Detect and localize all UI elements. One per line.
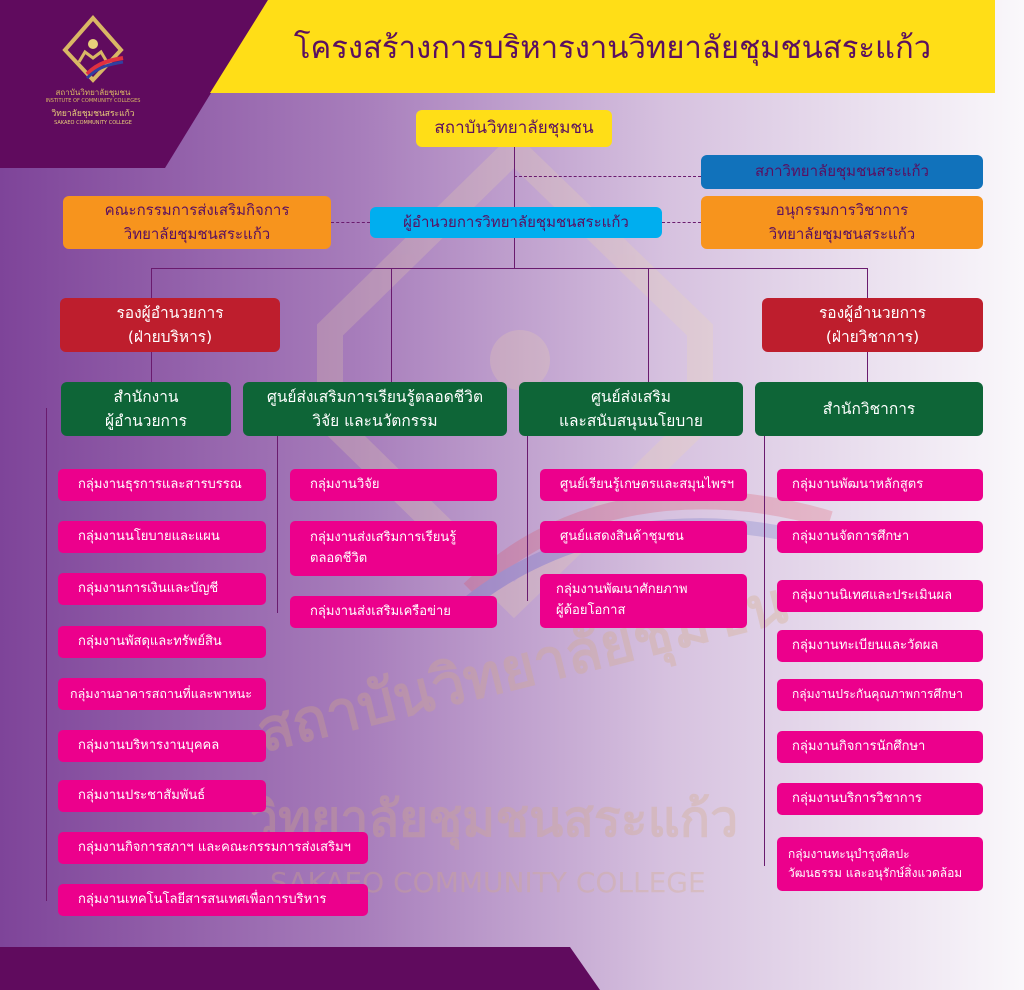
work-group: กลุ่มงานประกันคุณภาพการศึกษา — [777, 679, 983, 711]
dashed-connector — [331, 222, 370, 223]
promotion-committee-box: คณะกรรมการส่งเสริมกิจการ วิทยาลัยชุมชนสร… — [63, 196, 331, 249]
connector — [764, 436, 765, 866]
unit-director-office: สำนักงาน ผู้อำนวยการ — [61, 382, 231, 436]
council-box: สภาวิทยาลัยชุมชนสระแก้ว — [701, 155, 983, 189]
logo-college-th: วิทยาลัยชุมชนสระแก้ว — [51, 108, 135, 119]
work-group: กลุ่มงานเทคโนโลยีสารสนเทศเพื่อการบริหาร — [58, 884, 368, 916]
work-group: กลุ่มงานนโยบายและแผน — [58, 521, 266, 553]
work-group: กลุ่มงานประชาสัมพันธ์ — [58, 780, 266, 812]
work-group: กลุ่มงานส่งเสริมเครือข่าย — [290, 596, 497, 628]
logo-text-th: สถาบันวิทยาลัยชุมชน — [55, 88, 131, 97]
connector — [46, 408, 47, 901]
page-title: โครงสร้างการบริหารงานวิทยาลัยชุมชนสระแก้… — [293, 30, 932, 66]
unit-academic-office: สำนักวิชาการ — [755, 382, 983, 436]
work-group: กลุ่มงานส่งเสริมการเรียนรู้ ตลอดชีวิต — [290, 521, 497, 576]
dashed-connector — [514, 176, 701, 177]
institute-box: สถาบันวิทยาลัยชุมชน — [416, 110, 612, 147]
logo-college-en: SAKAEO COMMUNITY COLLEGE — [54, 119, 132, 126]
header-yellow-banner — [210, 0, 995, 93]
work-group: กลุ่มงานทะเบียนและวัดผล — [777, 630, 983, 662]
work-group: กลุ่มงานกิจการสภาฯ และคณะกรรมการส่งเสริม… — [58, 832, 368, 864]
work-group: กลุ่มงานอาคารสถานที่และพาหนะ — [58, 678, 266, 710]
unit-lifelong-learning-center: ศูนย์ส่งเสริมการเรียนรู้ตลอดชีวิต วิจัย … — [243, 382, 507, 436]
footer-band — [0, 947, 600, 990]
work-group: กลุ่มงานทะนุบำรุงศิลปะ วัฒนธรรม และอนุรั… — [777, 837, 983, 891]
logo-text-en: INSTITUTE OF COMMUNITY COLLEGES — [45, 97, 141, 104]
work-group: กลุ่มงานพัฒนาหลักสูตร — [777, 469, 983, 501]
work-group: กลุ่มงานกิจการนักศึกษา — [777, 731, 983, 763]
connector — [527, 436, 528, 601]
work-group: กลุ่มงานบริหารงานบุคคล — [58, 730, 266, 762]
work-group: ศูนย์แสดงสินค้าชุมชน — [540, 521, 747, 553]
director-box: ผู้อำนวยการวิทยาลัยชุมชนสระแก้ว — [370, 207, 662, 238]
deputy-admin-box: รองผู้อำนวยการ (ฝ่ายบริหาร) — [60, 298, 280, 352]
work-group: ศูนย์เรียนรู้เกษตรและสมุนไพรฯ — [540, 469, 747, 501]
connector — [277, 436, 278, 613]
connector — [391, 268, 392, 382]
dashed-connector — [662, 222, 701, 223]
deputy-academic-box: รองผู้อำนวยการ (ฝ่ายวิชาการ) — [762, 298, 983, 352]
connector — [151, 268, 868, 269]
work-group: กลุ่มงานนิเทศและประเมินผล — [777, 580, 983, 612]
work-group: กลุ่มงานวิจัย — [290, 469, 497, 501]
work-group: กลุ่มงานพัฒนาศักยภาพ ผู้ด้อยโอกาส — [540, 574, 747, 628]
logo-emblem-icon — [62, 14, 124, 83]
work-group: กลุ่มงานพัสดุและทรัพย์สิน — [58, 626, 266, 658]
college-logo: สถาบันวิทยาลัยชุมชน INSTITUTE OF COMMUNI… — [38, 14, 148, 154]
header-purple-block — [0, 0, 268, 168]
work-group: กลุ่มงานการเงินและบัญชี — [58, 573, 266, 605]
work-group: กลุ่มงานบริการวิชาการ — [777, 783, 983, 815]
unit-policy-support-center: ศูนย์ส่งเสริม และสนับสนุนนโยบาย — [519, 382, 743, 436]
connector — [648, 268, 649, 382]
work-group: กลุ่มงานธุรการและสารบรรณ — [58, 469, 266, 501]
academic-subcommittee-box: อนุกรรมการวิชาการ วิทยาลัยชุมชนสระแก้ว — [701, 196, 983, 249]
work-group: กลุ่มงานจัดการศึกษา — [777, 521, 983, 553]
